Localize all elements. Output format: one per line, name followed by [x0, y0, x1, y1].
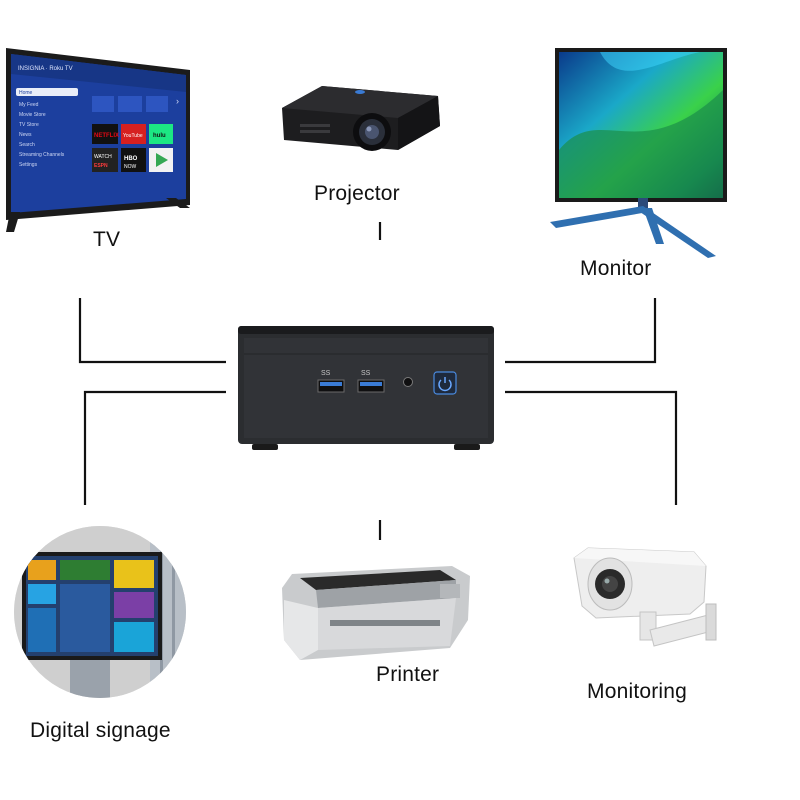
monitor-image: [550, 48, 727, 258]
label-monitoring: Monitoring: [587, 680, 688, 703]
svg-text:News: News: [19, 132, 32, 138]
line-monitor: [505, 298, 657, 364]
svg-text:INSIGNIA · Roku TV: INSIGNIA · Roku TV: [18, 66, 73, 72]
line-monitoring: [505, 390, 678, 505]
label-projector: Projector: [314, 182, 400, 205]
projector-image: [282, 86, 440, 151]
line-tv: [78, 298, 226, 364]
connection-lines: [78, 222, 678, 540]
svg-text:NOW: NOW: [124, 164, 137, 170]
svg-text:ESPN: ESPN: [94, 163, 108, 169]
svg-text:NETFLIX: NETFLIX: [94, 133, 119, 139]
svg-text:›: ›: [176, 96, 179, 106]
label-digital-signage: Digital signage: [30, 719, 171, 742]
tv-image: INSIGNIA · Roku TV Home My Feed Movie St…: [6, 48, 190, 232]
svg-text:Movie Store: Movie Store: [19, 112, 46, 118]
svg-text:hulu: hulu: [153, 133, 166, 139]
svg-text:Streaming Channels: Streaming Channels: [19, 152, 65, 158]
svg-text:SS: SS: [361, 370, 371, 377]
svg-text:Search: Search: [19, 142, 35, 148]
label-tv: TV: [93, 228, 121, 251]
svg-text:Settings: Settings: [19, 162, 38, 168]
svg-text:TV Store: TV Store: [19, 122, 39, 128]
label-printer: Printer: [376, 663, 440, 686]
svg-text:WATCH: WATCH: [94, 154, 112, 160]
digital-signage-image: [14, 526, 186, 698]
line-signage: [83, 390, 226, 505]
mini-pc-image: SS SS: [238, 326, 494, 450]
svg-text:Home: Home: [19, 90, 33, 96]
svg-text:My Feed: My Feed: [19, 102, 39, 108]
svg-text:SS: SS: [321, 370, 331, 377]
label-monitor: Monitor: [580, 257, 652, 280]
svg-text:YouTube: YouTube: [123, 133, 143, 139]
svg-text:HBO: HBO: [124, 156, 138, 162]
printer-image: [282, 566, 470, 660]
security-camera-image: [573, 547, 717, 647]
